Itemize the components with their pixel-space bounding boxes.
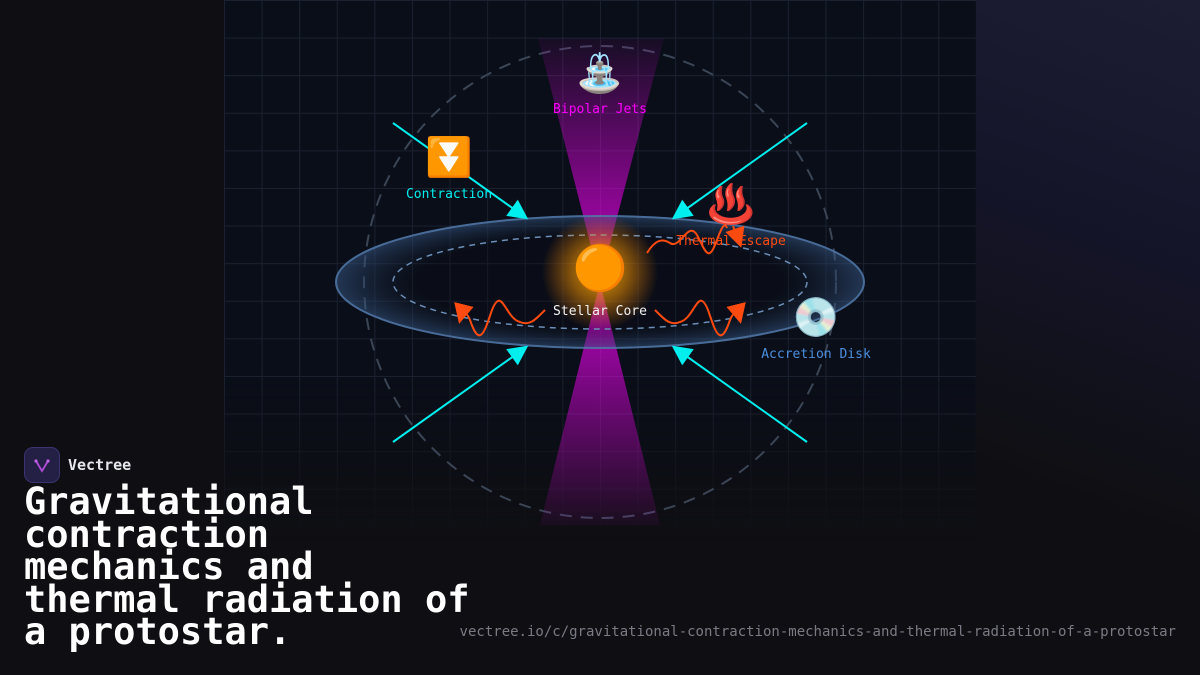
thermal-wave (454, 299, 546, 337)
thermal-wave (646, 224, 740, 253)
vectree-logo-icon (24, 447, 60, 483)
contraction-arrow (392, 345, 529, 443)
bipolar-jet-bottom (540, 282, 660, 525)
contraction-arrow (671, 122, 808, 220)
label-accretion-disk: Accretion Disk (761, 347, 871, 362)
orange-circle-icon: 🟠 (572, 243, 628, 294)
double-down-arrow-icon: ⏬ (425, 135, 473, 179)
thermal-wave (654, 299, 746, 337)
label-contraction: Contraction (405, 187, 493, 202)
label-bipolar-jets: Bipolar Jets (553, 102, 647, 117)
page-title: Gravitational contraction mechanics and … (24, 480, 470, 653)
label-stellar-core: Stellar Core (553, 304, 647, 319)
inner-disk-orbit (392, 234, 808, 330)
disc-icon: 💿 (792, 295, 840, 339)
hot-springs-icon: ♨️ (707, 182, 755, 226)
contraction-arrow (392, 122, 529, 220)
core-glow (542, 214, 658, 330)
fountain-icon: ⛲ (576, 51, 624, 95)
source-url: vectree.io/c/gravitational-contraction-m… (459, 624, 1176, 640)
bipolar-jet-top (538, 38, 664, 282)
contraction-arrow (671, 345, 808, 443)
brand: Vectree (24, 447, 131, 483)
brand-name: Vectree (68, 456, 132, 474)
label-thermal-escape: Thermal Escape (676, 234, 786, 249)
